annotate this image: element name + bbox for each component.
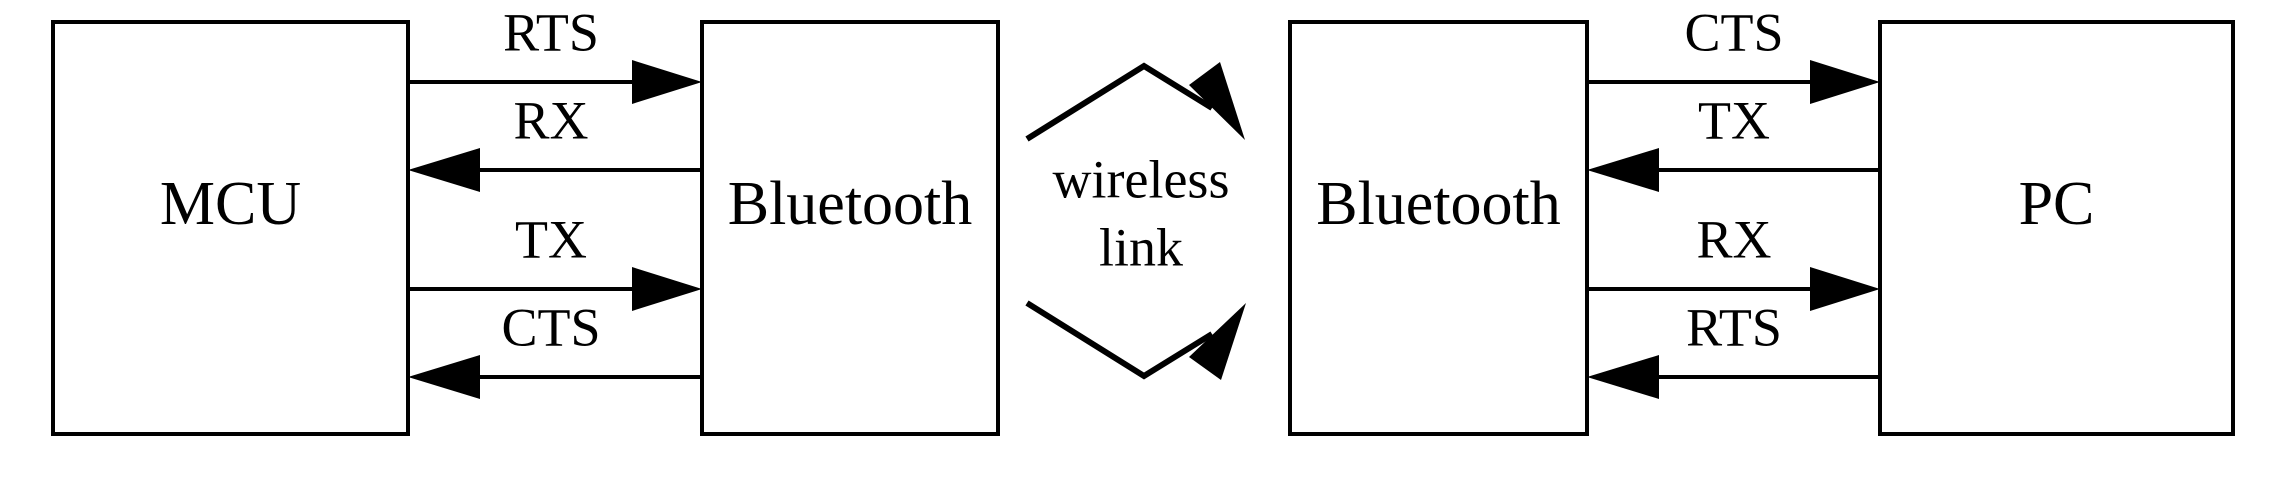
arrow-head-left xyxy=(408,148,480,192)
arrow-head-left xyxy=(408,355,480,399)
wireless-link-label-line2: link xyxy=(1099,217,1183,277)
wireless-top-arrow-line xyxy=(1025,62,1214,142)
node-mcu-rect xyxy=(51,20,410,436)
node-pc: PC xyxy=(1878,20,2235,436)
arrow-head-right xyxy=(632,60,702,104)
wireless-link-label-line1: wireless xyxy=(1053,149,1230,209)
signal-label-tx: TX xyxy=(1698,90,1770,150)
wireless-link: wireless link xyxy=(1025,62,1246,380)
signal-arrow-rts-pc-to-bt: RTS xyxy=(1587,297,1880,399)
node-bluetooth-left-rect xyxy=(700,20,1000,436)
arrow-head-left xyxy=(1587,148,1659,192)
signal-arrow-rx-bt-to-mcu: RX xyxy=(408,90,702,192)
arrow-head-right xyxy=(1810,267,1880,311)
wireless-bottom-arrow-head-icon xyxy=(1189,303,1246,380)
arrow-head-left xyxy=(1587,355,1659,399)
node-mcu: MCU xyxy=(51,20,410,436)
signal-arrow-cts-bt-to-mcu: CTS xyxy=(408,297,702,399)
wireless-top-arrow-head-icon xyxy=(1189,62,1245,140)
node-bluetooth-left-label: Bluetooth xyxy=(728,170,973,238)
signal-label-cts: CTS xyxy=(501,297,600,357)
wireless-bottom-arrow-line xyxy=(1025,300,1214,380)
node-bluetooth-left: Bluetooth xyxy=(700,20,1000,436)
signal-label-tx: TX xyxy=(515,209,587,269)
signal-arrow-tx-mcu-to-bt: TX xyxy=(408,209,702,311)
node-bluetooth-right-label: Bluetooth xyxy=(1316,170,1561,238)
node-pc-label: PC xyxy=(2019,170,2095,238)
signal-arrow-tx-pc-to-bt: TX xyxy=(1587,90,1880,192)
signal-label-rx: RX xyxy=(1696,209,1771,269)
signal-label-rts: RTS xyxy=(1686,297,1782,357)
node-bluetooth-right: Bluetooth xyxy=(1288,20,1589,436)
signal-label-rx: RX xyxy=(513,90,588,150)
signal-arrow-rts-mcu-to-bt: RTS xyxy=(408,2,702,104)
arrow-head-right xyxy=(1810,60,1880,104)
node-pc-rect xyxy=(1878,20,2235,436)
arrow-head-right xyxy=(632,267,702,311)
node-bluetooth-right-rect xyxy=(1288,20,1589,436)
signal-label-cts: CTS xyxy=(1684,2,1783,62)
signal-arrow-cts-bt-to-pc: CTS xyxy=(1587,2,1880,104)
node-mcu-label: MCU xyxy=(160,170,301,238)
signal-arrow-rx-bt-to-pc: RX xyxy=(1587,209,1880,311)
signal-label-rts: RTS xyxy=(503,2,599,62)
